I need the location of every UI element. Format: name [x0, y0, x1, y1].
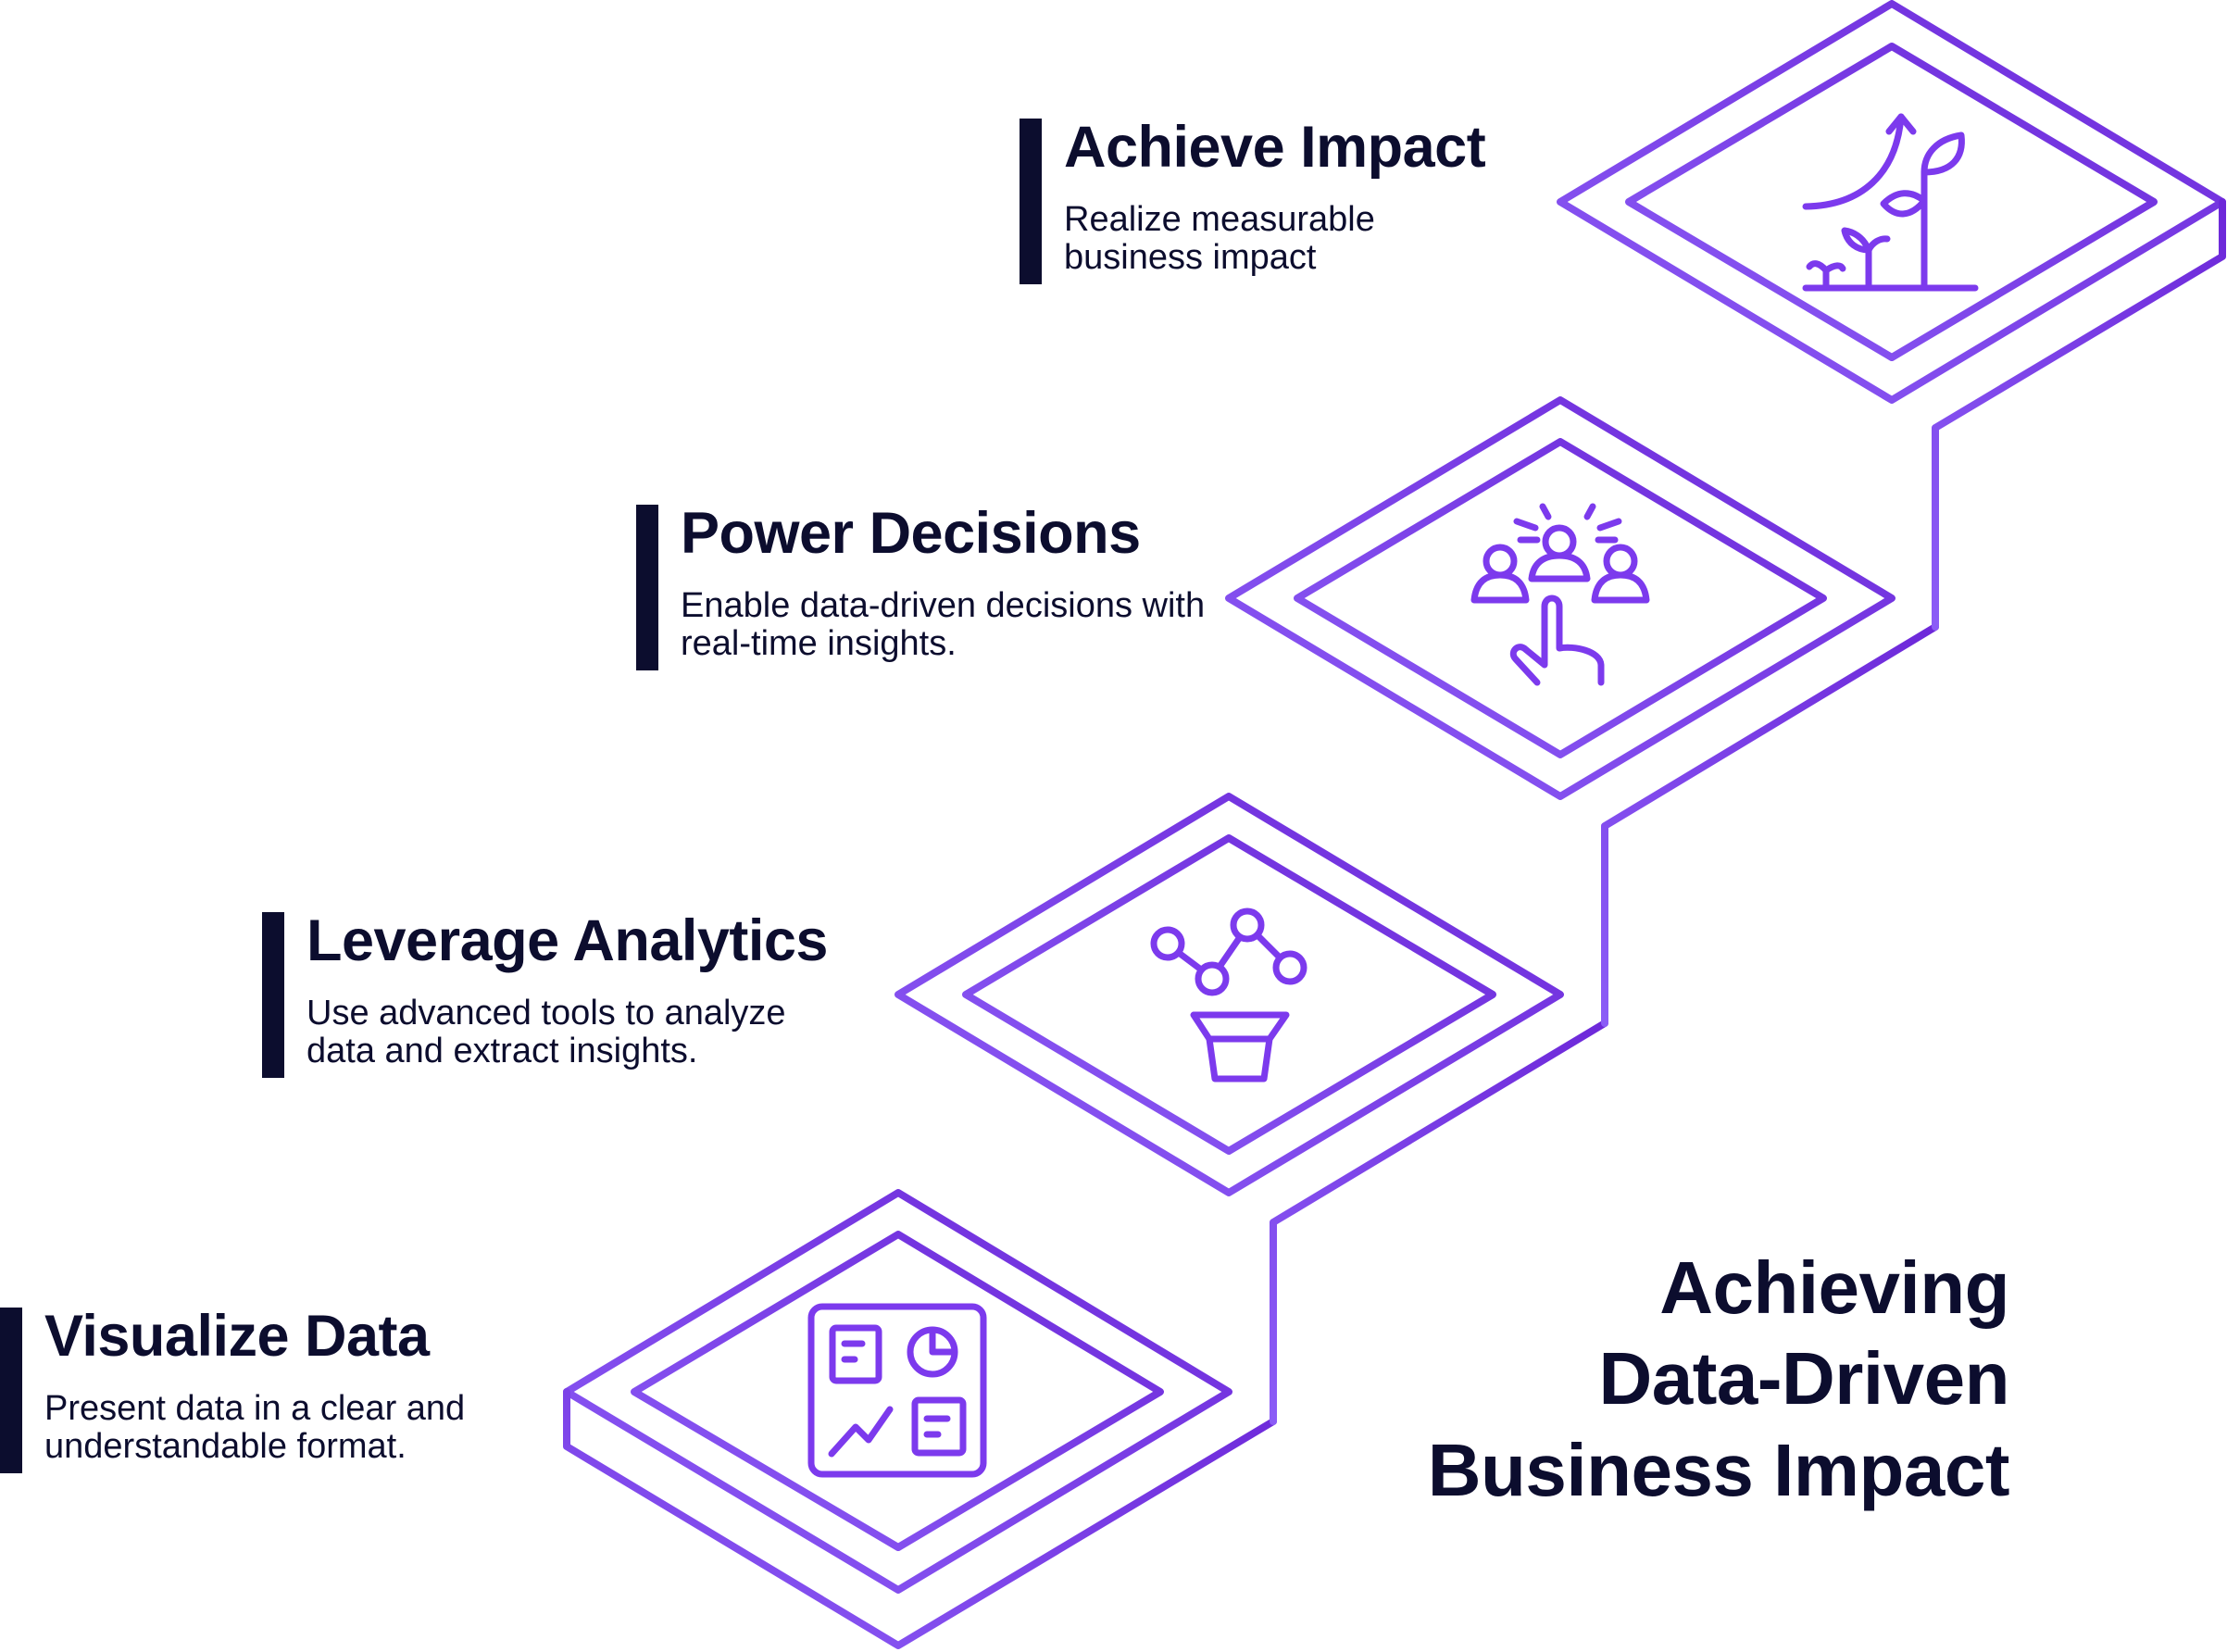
analytics-funnel-icon: [1150, 907, 1307, 1083]
growth-plant-icon: [1802, 113, 1979, 292]
step-4-block: [1557, 0, 2226, 631]
step-title: Achieve Impact: [1064, 115, 1486, 180]
main-title-line-1: Achieving: [1659, 1246, 2009, 1329]
step-description: Enable data-driven decisions with real-t…: [681, 586, 1206, 664]
main-title: Achieving Data-Driven Business Impact: [1427, 1243, 2010, 1516]
step-1-block: [563, 1189, 1277, 1649]
step-description: Use advanced tools to analyze data and e…: [307, 994, 786, 1071]
step-label-impact: Achieve Impact Realize measurable busine…: [1020, 115, 1486, 284]
step-label-analytics: Leverage Analytics Use advanced tools to…: [262, 912, 844, 1078]
step-label-visualize: Visualize Data Present data in a clear a…: [0, 1308, 526, 1473]
step-title: Visualize Data: [44, 1304, 430, 1369]
step-label-decisions: Power Decisions Enable data-driven decis…: [636, 505, 1218, 670]
dashboard-icon: [807, 1303, 987, 1478]
main-title-line-2: Data-Driven: [1598, 1337, 2009, 1420]
step-3-block: [1225, 396, 1939, 1027]
step-title: Leverage Analytics: [307, 908, 828, 973]
step-description: Realize measurable business impact: [1064, 200, 1375, 278]
team-decision-icon: [1470, 503, 1650, 686]
step-title: Power Decisions: [681, 501, 1141, 566]
main-title-line-3: Business Impact: [1427, 1428, 2010, 1511]
step-description: Present data in a clear and understandab…: [44, 1389, 466, 1467]
